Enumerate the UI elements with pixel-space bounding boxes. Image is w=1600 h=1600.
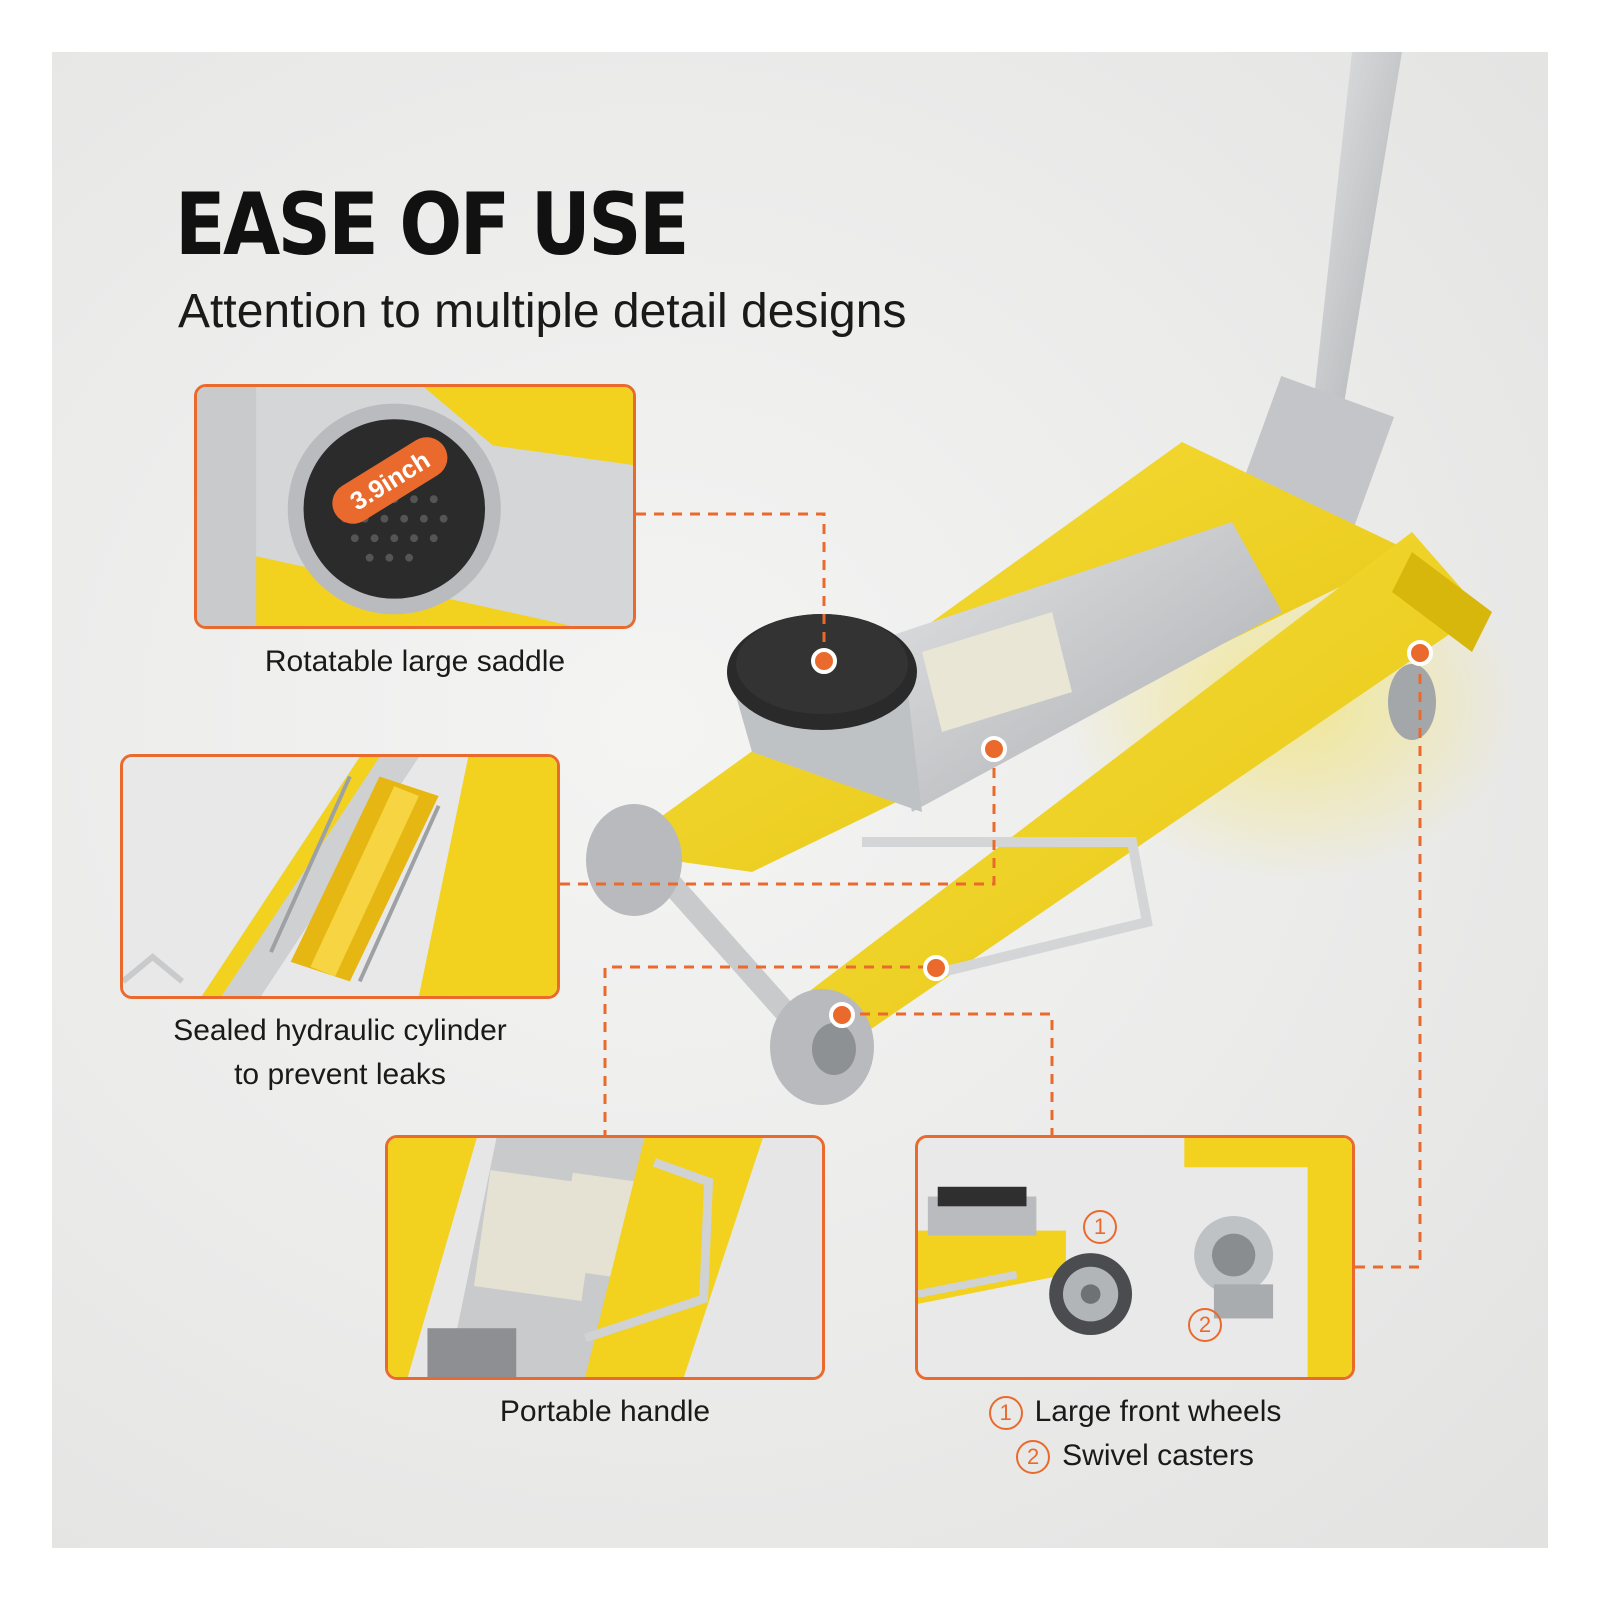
saddle-caption: Rotatable large saddle <box>264 645 566 678</box>
handle-detail-panel <box>385 1135 825 1380</box>
wheels-caption-line1: 1 Large front wheels <box>915 1390 1355 1434</box>
wheels-label: Large front wheels <box>1034 1395 1282 1428</box>
callout-caster <box>1407 640 1433 666</box>
wheels-closeup-image <box>918 1138 1352 1377</box>
casters-number-icon: 2 <box>1016 1440 1051 1475</box>
cylinder-closeup-image <box>123 757 557 996</box>
saddle-detail-panel: 3.9inch <box>194 384 636 629</box>
page-title: EASE OF USE <box>175 175 689 275</box>
wheels-detail-panel: 1 2 <box>915 1135 1355 1380</box>
casters-label: Swivel casters <box>1062 1439 1254 1472</box>
callout-cylinder <box>981 736 1007 762</box>
cylinder-caption-line1: Sealed hydraulic cylinder <box>173 1014 507 1047</box>
cylinder-caption: Sealed hydraulic cylinder to prevent lea… <box>120 1009 560 1097</box>
cylinder-caption-line2: to prevent leaks <box>234 1058 446 1091</box>
wheels-caption-line2: 2 Swivel casters <box>915 1434 1355 1478</box>
wheels-number-icon: 1 <box>988 1396 1023 1431</box>
floor-jack-illustration <box>586 52 1522 1105</box>
wheel-marker: 1 <box>1083 1210 1117 1244</box>
callout-wheel <box>829 1002 855 1028</box>
caster-marker: 2 <box>1188 1308 1222 1342</box>
leader-lines <box>560 512 1422 1269</box>
product-infographic: EASE OF USE Attention to multiple detail… <box>52 52 1548 1548</box>
page-subtitle: Attention to multiple detail designs <box>178 285 907 338</box>
handle-closeup-image <box>388 1138 822 1377</box>
cylinder-detail-panel <box>120 754 560 999</box>
callout-handle <box>923 955 949 981</box>
saddle-closeup-image: 3.9inch <box>197 387 633 626</box>
wheels-caption: 1 Large front wheels 2 Swivel casters <box>915 1390 1355 1478</box>
handle-caption: Portable handle <box>499 1395 711 1428</box>
callout-saddle <box>811 648 837 674</box>
